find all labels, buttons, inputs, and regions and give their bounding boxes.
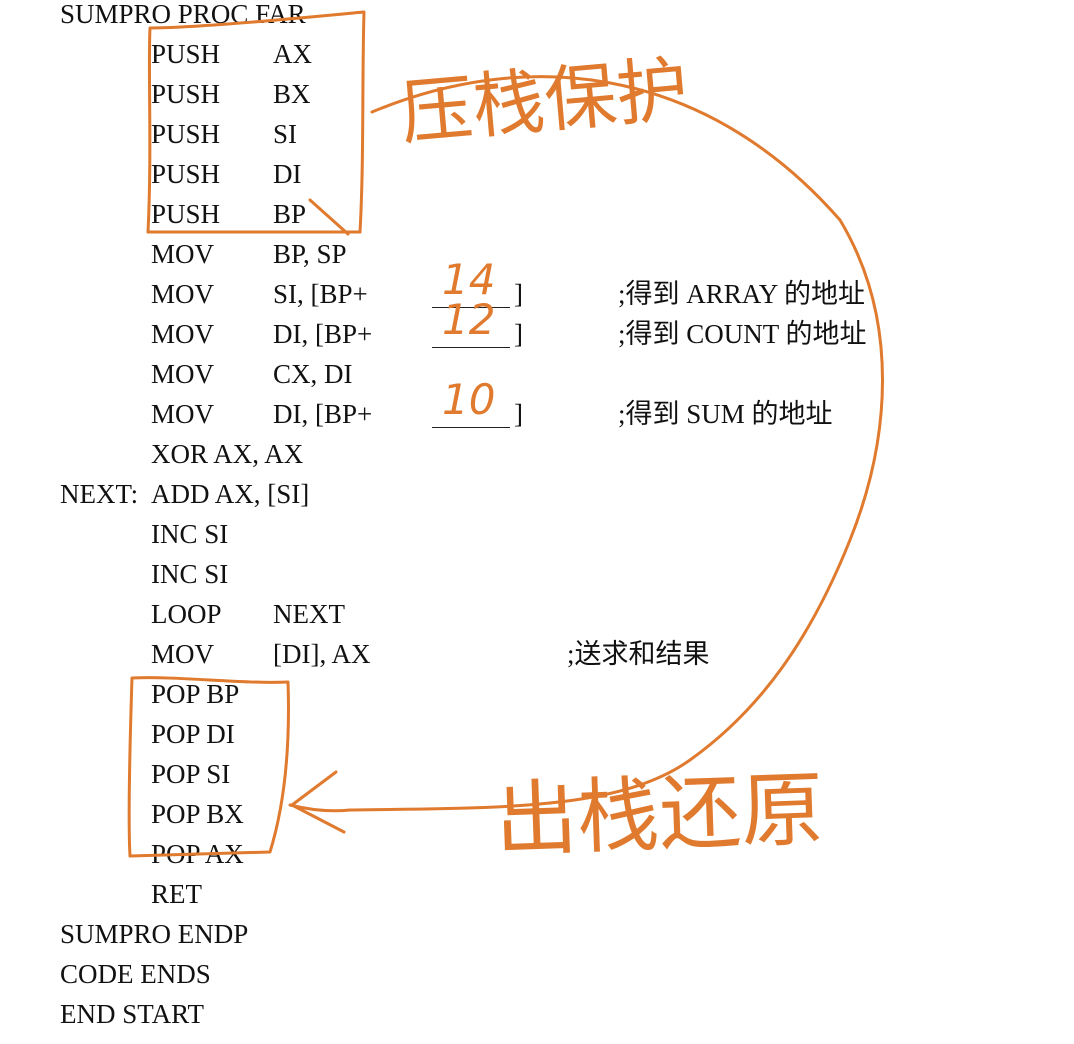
- operand: DI, [BP+: [273, 399, 373, 429]
- opcode: MOV: [151, 399, 215, 429]
- operand: DI: [273, 159, 302, 189]
- bracket-close: ]: [514, 399, 523, 429]
- line-label: SUMPRO ENDP: [60, 919, 249, 949]
- operand: BP: [273, 199, 307, 229]
- code-comment: ;得到 ARRAY 的地址: [618, 279, 866, 309]
- opcode: RET: [151, 879, 202, 909]
- operand: DI, [BP+: [273, 319, 373, 349]
- opcode: MOV: [151, 319, 215, 349]
- operand: BP, SP: [273, 239, 347, 269]
- code-comment: ;得到 COUNT 的地址: [618, 319, 867, 349]
- bp-slash: [308, 198, 350, 236]
- pop-note: 出栈还原: [493, 762, 825, 869]
- code-comment: ;送求和结果: [567, 639, 710, 669]
- line-label: END START: [60, 999, 204, 1029]
- opcode: LOOP: [151, 599, 222, 629]
- opcode: INC SI: [151, 519, 229, 549]
- opcode: MOV: [151, 239, 215, 269]
- bracket-close: ]: [514, 319, 523, 349]
- operand: SI, [BP+: [273, 279, 368, 309]
- operand: AX: [273, 39, 312, 69]
- arrow-head: [290, 770, 346, 834]
- blank-answer: 12: [442, 295, 496, 344]
- blank-answer: 14: [442, 255, 496, 304]
- opcode: ADD AX, [SI]: [151, 479, 310, 509]
- opcode: PUSH: [151, 119, 221, 149]
- opcode: POP BX: [151, 799, 244, 829]
- fill-blank: [432, 347, 510, 348]
- line-label: CODE ENDS: [60, 959, 211, 989]
- operand: [DI], AX: [273, 639, 371, 669]
- opcode: XOR AX, AX: [151, 439, 304, 469]
- push-block-box: [146, 10, 366, 234]
- connector-arrow: [288, 75, 884, 813]
- blank-answer: 10: [442, 375, 496, 424]
- line-label: SUMPRO PROC FAR: [60, 0, 306, 29]
- operand: BX: [273, 79, 311, 109]
- opcode: MOV: [151, 359, 215, 389]
- fill-blank: [432, 427, 510, 428]
- opcode: PUSH: [151, 39, 221, 69]
- opcode: POP DI: [151, 719, 235, 749]
- opcode: INC SI: [151, 559, 229, 589]
- pop-block-box: [127, 676, 290, 858]
- operand: CX, DI: [273, 359, 353, 389]
- opcode: MOV: [151, 639, 215, 669]
- fill-blank: [432, 307, 510, 308]
- line-label: NEXT:: [60, 479, 139, 509]
- bracket-close: ]: [514, 279, 523, 309]
- opcode: POP SI: [151, 759, 231, 789]
- opcode: PUSH: [151, 199, 221, 229]
- opcode: PUSH: [151, 159, 221, 189]
- operand: SI: [273, 119, 298, 149]
- opcode: POP BP: [151, 679, 240, 709]
- opcode: MOV: [151, 279, 215, 309]
- opcode: PUSH: [151, 79, 221, 109]
- operand: NEXT: [273, 599, 345, 629]
- code-comment: ;得到 SUM 的地址: [618, 399, 833, 429]
